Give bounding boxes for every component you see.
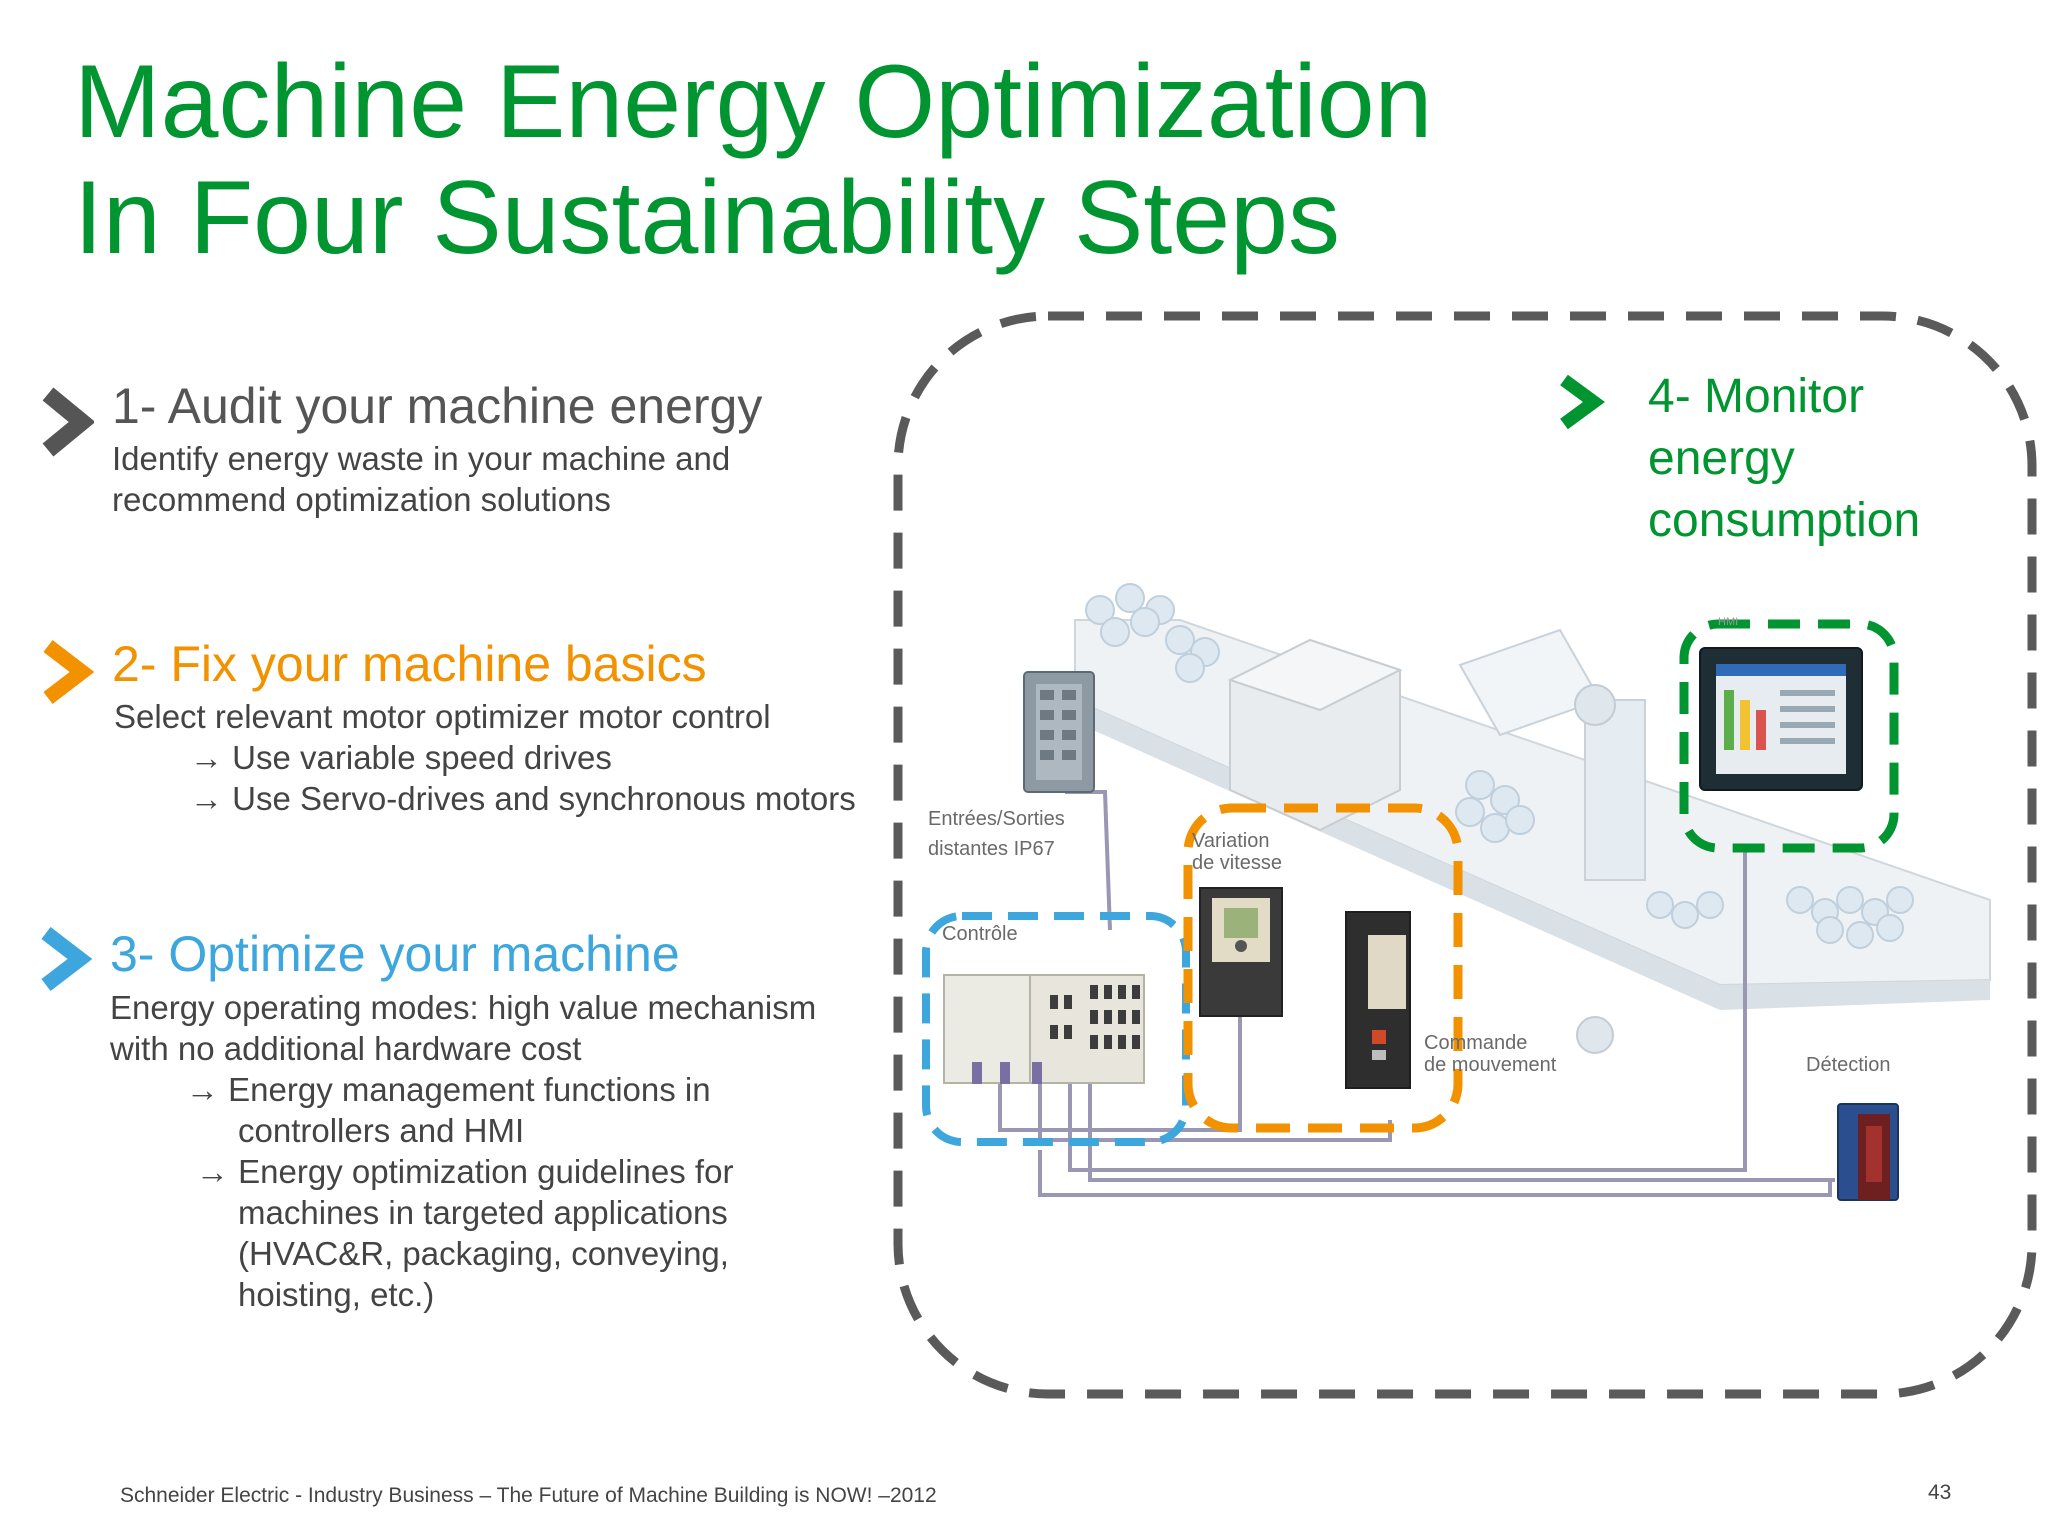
footer-text: Schneider Electric - Industry Business –… bbox=[120, 1484, 937, 1507]
step-3-line: with no additional hardware cost bbox=[110, 1030, 582, 1067]
conveyor-belt bbox=[1074, 583, 1991, 1054]
step-2-line: → Use variable speed drives bbox=[190, 739, 612, 776]
motion-control-label-line: Commande bbox=[1424, 1032, 1528, 1054]
step-3-line: → Energy optimization guidelines for bbox=[196, 1153, 734, 1190]
variable-speed-drive bbox=[1199, 887, 1283, 1017]
speed-variation-label-line: Variation bbox=[1192, 830, 1270, 852]
step-3-line: → Energy management functions in bbox=[186, 1071, 711, 1108]
page-number: 43 bbox=[1928, 1481, 1952, 1504]
step-1-description: Identify energy waste in your machine an… bbox=[112, 438, 730, 520]
step-3-line: machines in targeted applications bbox=[238, 1194, 728, 1231]
chevron-right-icon bbox=[43, 640, 94, 704]
remote-io-label: Entrées/Sorties distantes IP67 bbox=[928, 808, 1065, 860]
title-line-2: In Four Sustainability Steps bbox=[74, 160, 1340, 276]
servo-drive bbox=[1345, 911, 1411, 1089]
step-4-title-line: 4- Monitor bbox=[1648, 370, 1865, 423]
motion-control-label-line: de mouvement bbox=[1424, 1054, 1557, 1076]
speed-variation-label: Variation de vitesse bbox=[1192, 830, 1282, 874]
step-4-title-line: energy bbox=[1648, 432, 1795, 485]
step-2-description: Select relevant motor optimizer motor co… bbox=[114, 696, 856, 819]
step-1-line: Identify energy waste in your machine an… bbox=[112, 440, 731, 477]
step-2-line: Select relevant motor optimizer motor co… bbox=[114, 698, 771, 735]
speed-variation-zone-outline bbox=[1183, 803, 1463, 1133]
chevron-right-icon bbox=[42, 387, 94, 457]
motion-control-label: Commande de mouvement bbox=[1424, 1032, 1556, 1076]
control-zone-outline bbox=[922, 912, 1190, 1146]
chevron-right-icon bbox=[1560, 374, 1605, 430]
control-label: Contrôle bbox=[942, 923, 1018, 945]
hmi-label: HMI bbox=[1718, 616, 1739, 628]
step-3-line: Energy operating modes: high value mecha… bbox=[110, 989, 817, 1026]
step-3-line: hoisting, etc.) bbox=[238, 1276, 435, 1313]
title-line-1: Machine Energy Optimization bbox=[74, 44, 1433, 160]
hmi-screen bbox=[1699, 647, 1863, 791]
step-2-line: → Use Servo-drives and synchronous motor… bbox=[190, 780, 856, 817]
step-4-title-line: consumption bbox=[1648, 494, 1921, 547]
step-3-title: 3- Optimize your machine bbox=[110, 926, 680, 982]
remote-io-label-line: Entrées/Sorties bbox=[928, 808, 1065, 830]
photoelectric-detector bbox=[1837, 1103, 1899, 1201]
chevron-right-icon bbox=[41, 927, 92, 991]
step-1-title: 1- Audit your machine energy bbox=[112, 378, 763, 434]
hmi-zone-outline bbox=[1679, 619, 1899, 853]
detection-label: Détection bbox=[1806, 1054, 1891, 1076]
step-4-title: 4- Monitor energy consumption bbox=[1648, 366, 1920, 552]
step-1-line: recommend optimization solutions bbox=[112, 481, 611, 518]
speed-variation-label-line: de vitesse bbox=[1192, 852, 1283, 874]
slide-title: Machine Energy Optimization In Four Sust… bbox=[74, 44, 1432, 276]
step-2-title: 2- Fix your machine basics bbox=[112, 636, 707, 692]
step-3-line: (HVAC&R, packaging, conveying, bbox=[238, 1235, 729, 1272]
remote-io-label-line: distantes IP67 bbox=[928, 838, 1055, 860]
step-3-line: controllers and HMI bbox=[238, 1112, 525, 1149]
monitor-zone-outline bbox=[893, 311, 2037, 1399]
plc-controller bbox=[943, 974, 1145, 1084]
step-3-description: Energy operating modes: high value mecha… bbox=[110, 987, 816, 1315]
remote-io-module bbox=[1023, 671, 1095, 793]
